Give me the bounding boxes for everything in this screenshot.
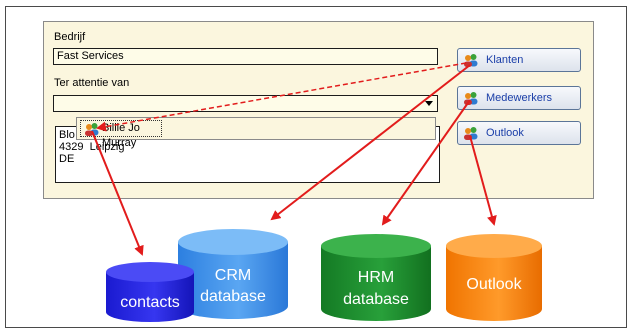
people-icon	[464, 54, 478, 67]
contacts-db-label: contacts	[120, 294, 180, 311]
company-value: Fast Services	[57, 50, 124, 62]
dashed-arrow-clients-to-contact	[96, 62, 467, 132]
company-field[interactable]: Fast Services	[53, 48, 438, 65]
arrow-employees-to-hrm	[381, 99, 471, 226]
clients-button-label: Klanten	[486, 54, 524, 66]
attention-label: Ter attentie van	[54, 77, 130, 89]
outlook-db-label: Outlook	[466, 276, 522, 293]
people-icon	[464, 92, 478, 105]
crm-database-cylinder	[178, 229, 288, 319]
outlook-button-label: Outlook	[486, 127, 524, 139]
hrm-database-cylinder	[321, 234, 431, 321]
address-line-3: DE	[59, 153, 75, 165]
dropdown-item-contact[interactable]: Billie Jo Murray	[80, 120, 162, 149]
arrow-contact-to-contacts-db	[91, 130, 144, 256]
company-label: Bedrijf	[54, 31, 86, 43]
dropdown-item-label: Billie Jo Murray	[102, 122, 140, 149]
people-icon	[464, 127, 478, 140]
hrm-db-label-line2: database	[343, 291, 409, 308]
arrow-outlook-to-outlook-db	[469, 135, 497, 226]
outlook-cylinder	[446, 234, 542, 321]
crm-db-label-line2: database	[200, 288, 266, 305]
address-line-1: Blo	[59, 129, 75, 141]
employees-button[interactable]: Medewerkers	[457, 86, 581, 110]
crm-db-label-line1: CRM	[214, 267, 252, 284]
attention-combobox[interactable]	[53, 95, 438, 112]
contacts-cylinder	[106, 262, 194, 322]
outlook-button[interactable]: Outlook	[457, 121, 581, 145]
hrm-db-label-line1: HRM	[357, 269, 395, 286]
attention-dropdown-list: Billie Jo Murray	[76, 117, 436, 149]
diagram-frame	[5, 6, 627, 328]
chevron-down-icon[interactable]	[421, 96, 437, 111]
clients-button[interactable]: Klanten	[457, 48, 581, 72]
arrow-clients-to-crm	[270, 64, 471, 221]
employees-button-label: Medewerkers	[486, 92, 553, 104]
